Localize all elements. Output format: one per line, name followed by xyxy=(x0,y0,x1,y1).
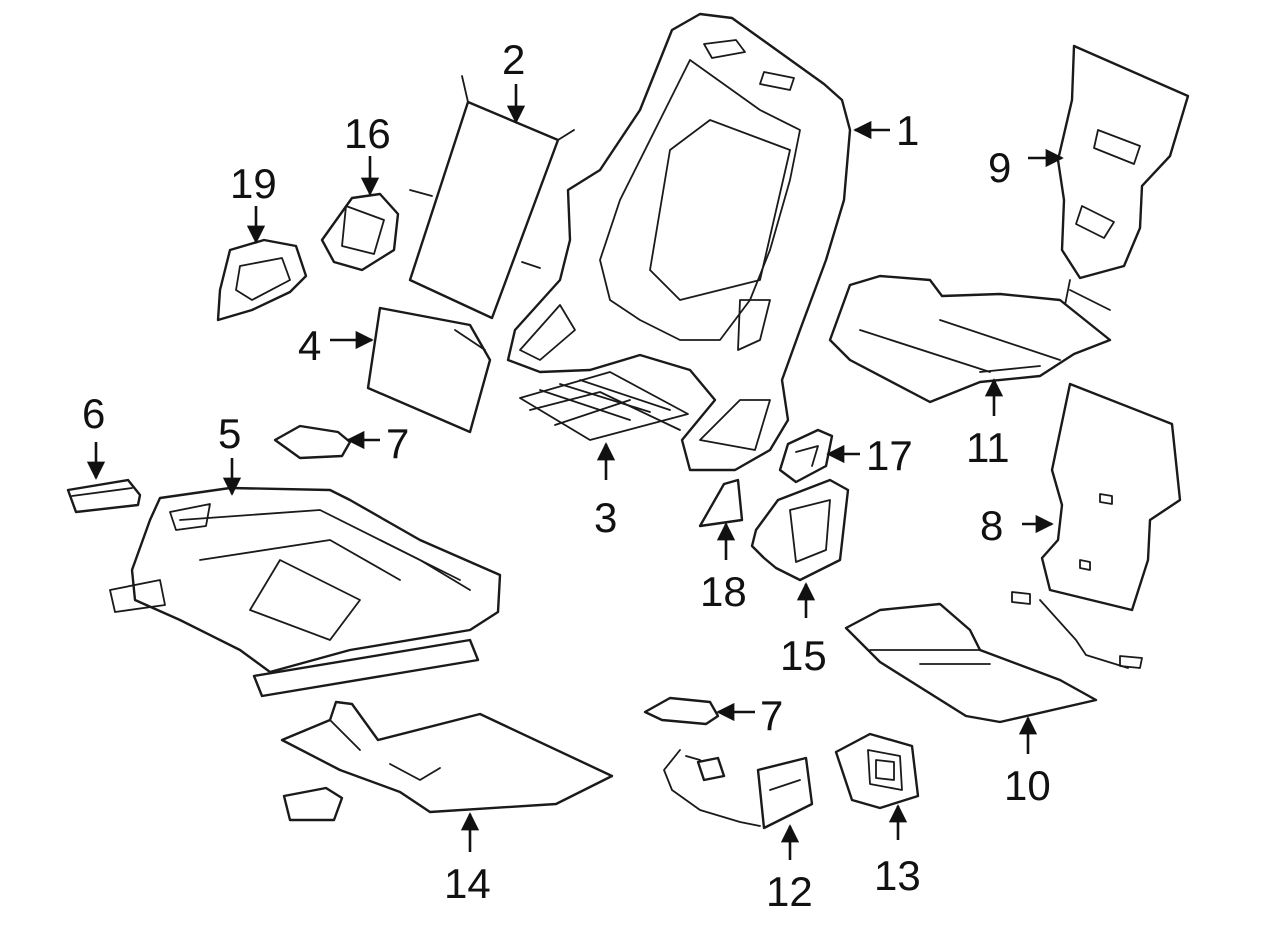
callout-8: 8 xyxy=(980,502,1003,549)
heater-pad xyxy=(828,274,1112,404)
callout-5: 5 xyxy=(218,410,241,457)
callout-11: 11 xyxy=(966,424,1010,471)
callout-14: 14 xyxy=(444,860,491,907)
callout-15: 15 xyxy=(780,632,827,679)
seat-cushion-pad xyxy=(844,602,1098,724)
trim-ring xyxy=(216,238,308,322)
lower-trim-cover xyxy=(280,700,614,822)
callout-7-lower: 7 xyxy=(760,692,783,739)
seat-base-frame xyxy=(109,486,502,698)
callout-17: 17 xyxy=(866,432,913,479)
callout-1: 1 xyxy=(896,107,919,154)
callout-3: 3 xyxy=(594,494,617,541)
callout-12: 12 xyxy=(766,868,813,915)
callout-18: 18 xyxy=(700,568,747,615)
callout-19: 19 xyxy=(230,160,277,207)
wire-spring xyxy=(519,371,689,441)
callout-13: 13 xyxy=(874,852,921,899)
callout-labels: 1 2 3 4 5 6 7 7 8 9 10 11 12 13 14 15 16… xyxy=(82,36,1051,915)
upper-back-pad xyxy=(1056,44,1190,331)
wiring-harness xyxy=(663,749,814,830)
clip-lower xyxy=(643,696,720,726)
bracket xyxy=(320,192,400,272)
switch-module xyxy=(834,732,920,810)
end-cap xyxy=(66,478,142,514)
callout-2: 2 xyxy=(502,36,525,83)
leader-arrows xyxy=(86,84,1064,860)
small-bracket xyxy=(778,428,834,484)
callout-9: 9 xyxy=(988,144,1011,191)
back-pad xyxy=(1011,382,1182,669)
callout-16: 16 xyxy=(344,110,391,157)
back-panel xyxy=(408,75,575,320)
callout-6: 6 xyxy=(82,390,105,437)
side-trim-panel xyxy=(750,478,850,582)
small-panel xyxy=(366,306,492,434)
seat-back-frame xyxy=(506,12,852,472)
clip-upper xyxy=(273,424,352,460)
callout-7-upper: 7 xyxy=(386,420,409,467)
callout-4: 4 xyxy=(298,322,321,369)
cover-cap xyxy=(698,478,744,528)
callout-10: 10 xyxy=(1004,762,1051,809)
